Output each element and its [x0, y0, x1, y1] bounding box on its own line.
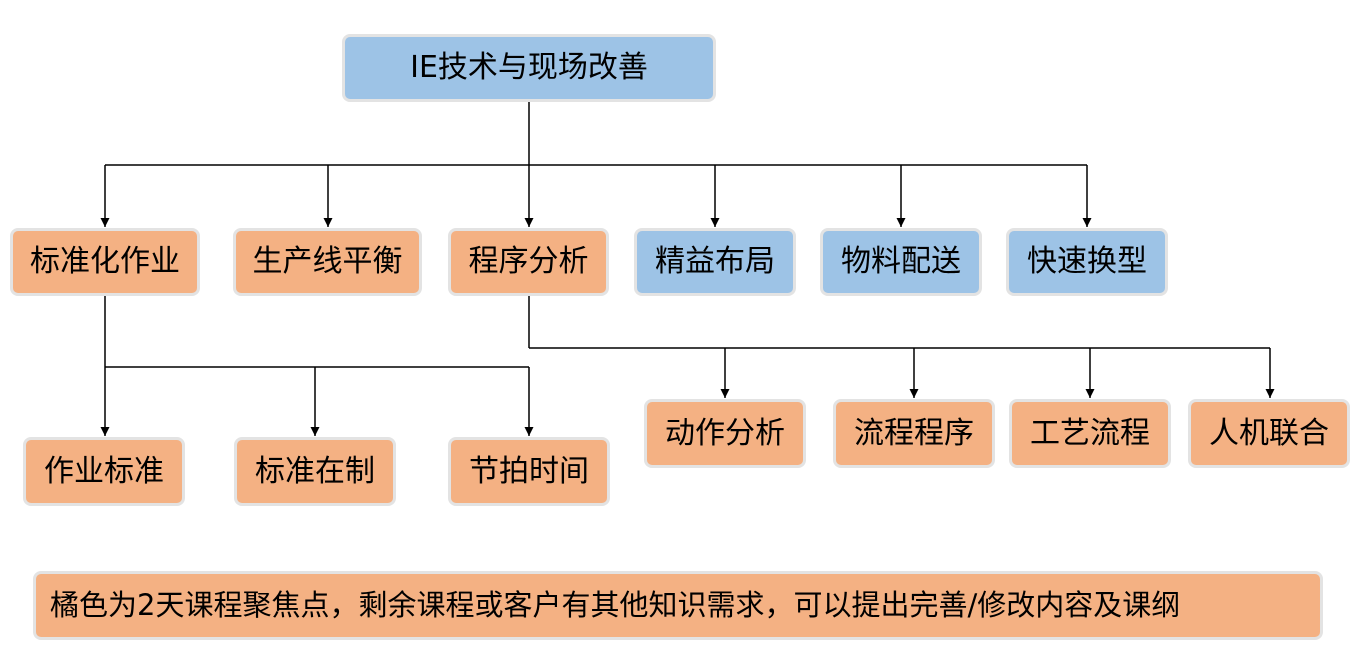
- connector-group: [100, 102, 1275, 436]
- node-work-standard: 作业标准: [23, 437, 185, 506]
- node-flow-process: 流程程序: [833, 399, 995, 468]
- node-process-analysis: 程序分析: [448, 228, 609, 296]
- node-process-flow: 工艺流程: [1009, 399, 1171, 468]
- root-node: IE技术与现场改善: [342, 34, 716, 102]
- node-line-balancing: 生产线平衡: [233, 228, 422, 296]
- node-motion-analysis: 动作分析: [644, 399, 806, 468]
- node-quick-changeover: 快速换型: [1006, 228, 1168, 296]
- node-material-delivery: 物料配送: [820, 228, 982, 296]
- node-lean-layout: 精益布局: [634, 228, 796, 296]
- node-man-machine: 人机联合: [1188, 399, 1350, 468]
- node-standard-wip: 标准在制: [234, 437, 396, 506]
- legend-note: 橘色为2天课程聚焦点，剩余课程或客户有其他知识需求，可以提出完善/修改内容及课纲: [33, 571, 1323, 640]
- node-standardized-work: 标准化作业: [10, 228, 200, 296]
- node-takt-time: 节拍时间: [448, 437, 610, 506]
